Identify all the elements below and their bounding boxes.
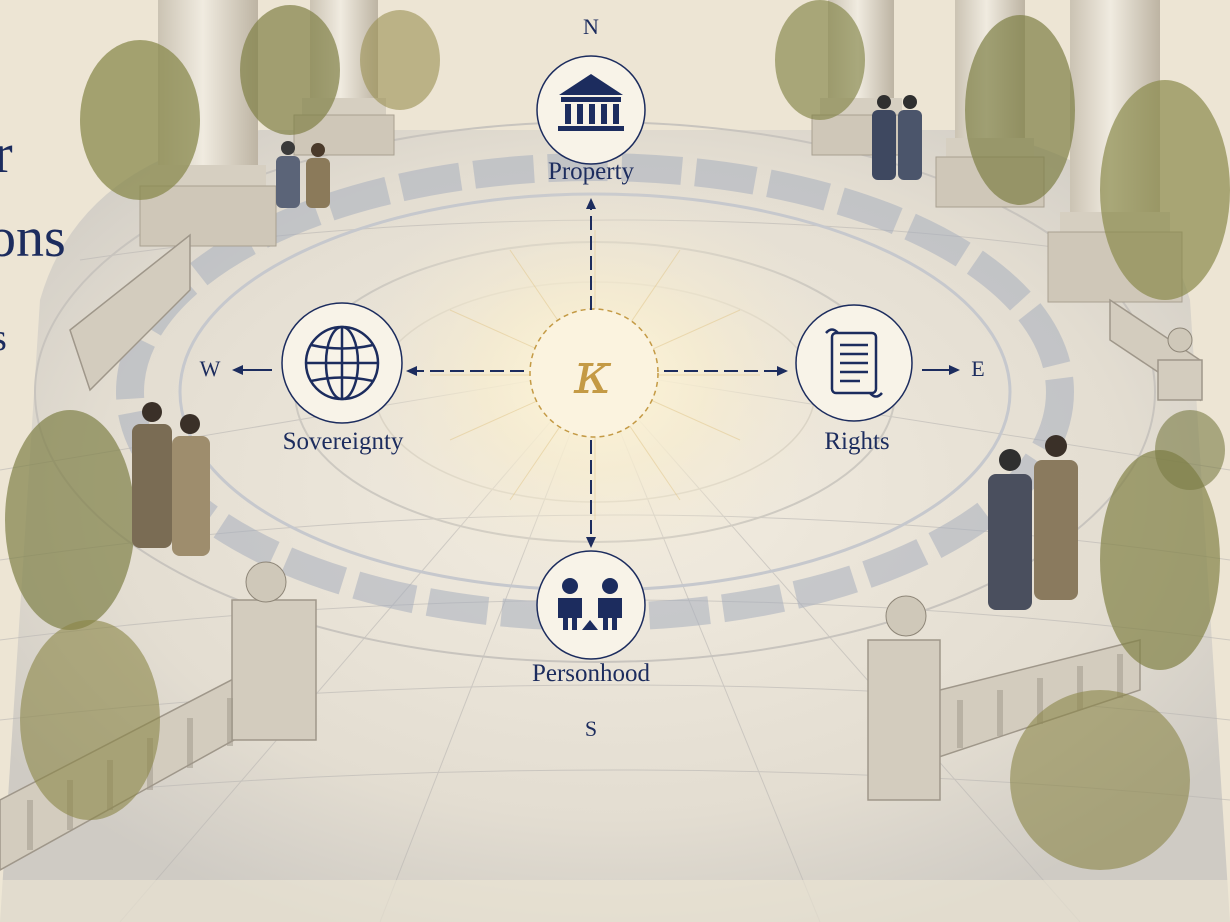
node-north bbox=[536, 55, 646, 165]
bottom-fade bbox=[0, 880, 1230, 922]
compass-south: S bbox=[584, 716, 598, 741]
compass-east: E bbox=[971, 356, 985, 381]
compass-west: W bbox=[199, 356, 221, 381]
center-kappa-symbol: κ bbox=[573, 339, 613, 407]
node-north-label: Property bbox=[547, 158, 635, 185]
trees bbox=[5, 0, 1230, 870]
compass-north: N bbox=[583, 14, 599, 39]
person-pair-upper-right bbox=[872, 95, 922, 180]
node-east bbox=[795, 304, 913, 422]
title-fragment-1: r bbox=[0, 123, 13, 185]
title-fragment-3: s bbox=[0, 316, 7, 360]
building-columns-icon bbox=[558, 74, 624, 131]
compass-arrows bbox=[232, 198, 960, 548]
scroll-document-icon bbox=[825, 328, 883, 398]
node-south bbox=[536, 550, 646, 660]
person-pair-left bbox=[132, 402, 210, 556]
node-east-label: Rights bbox=[824, 428, 890, 455]
title-fragment-2: ons bbox=[0, 207, 66, 269]
two-people-icon bbox=[558, 578, 622, 630]
node-south-label: Personhood bbox=[531, 660, 651, 687]
person-pair-right bbox=[988, 435, 1078, 610]
center-circle bbox=[529, 308, 659, 438]
balustrade-finials bbox=[245, 327, 1193, 637]
node-west-label: Sovereignty bbox=[282, 428, 404, 455]
person-pair-upper-left bbox=[276, 141, 330, 208]
globe-icon bbox=[304, 325, 380, 401]
node-west bbox=[281, 302, 403, 424]
people bbox=[132, 95, 1078, 610]
